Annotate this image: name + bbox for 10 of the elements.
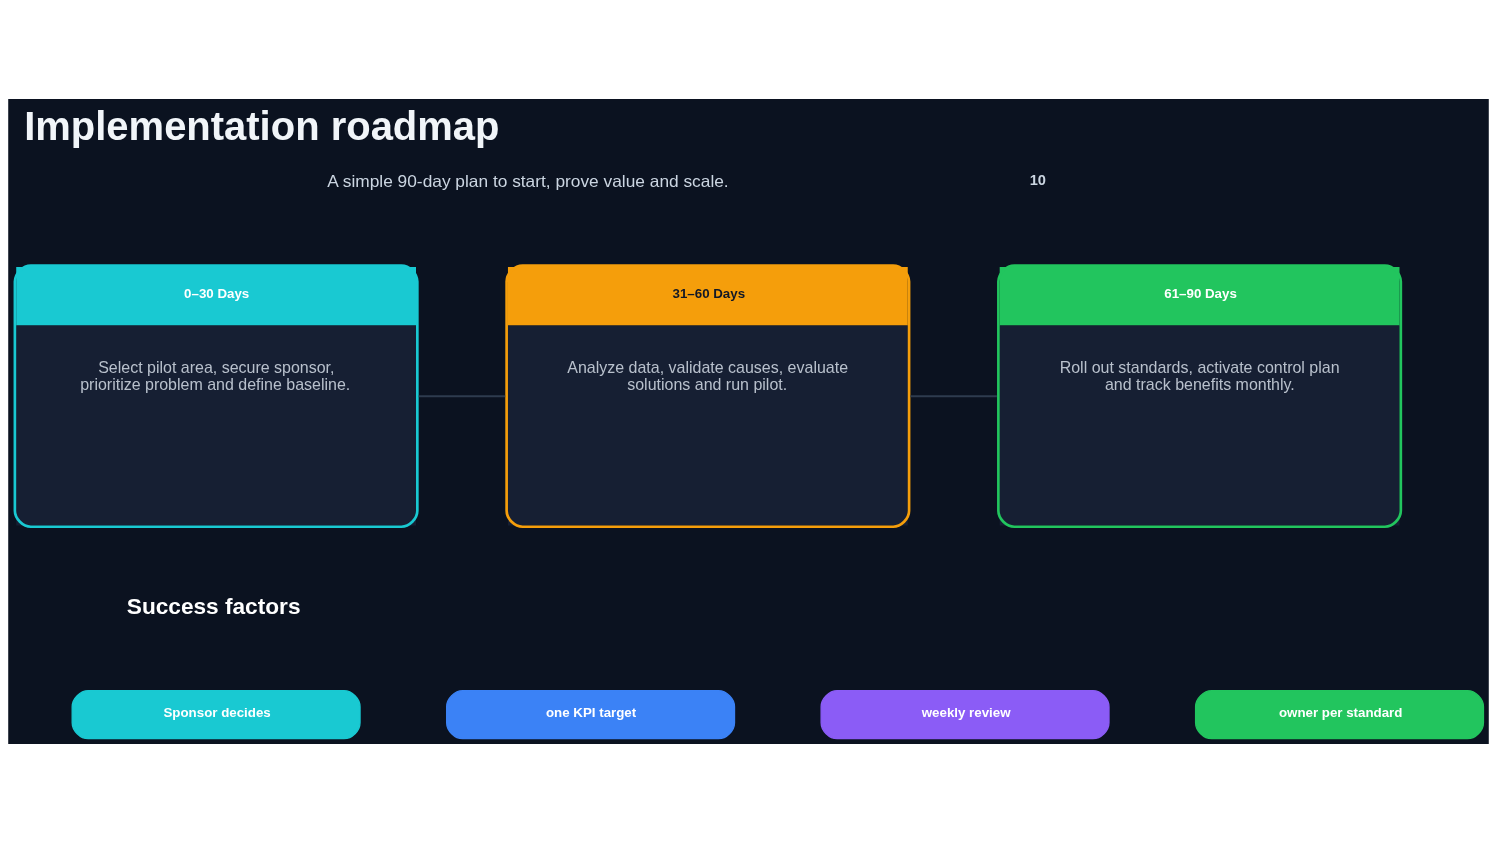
node-box: weekly review <box>820 690 1110 740</box>
node-box: Sponsor decides <box>71 690 361 740</box>
node-box: one KPI target <box>446 690 736 740</box>
label: A simple 90-day plan to start, prove value and scale. <box>327 171 729 192</box>
node-box: owner per standard <box>1194 690 1485 740</box>
label: 10 <box>1029 172 1046 189</box>
connector <box>417 395 507 398</box>
label: Success factors <box>126 592 301 619</box>
connector <box>909 395 998 398</box>
diagram-title: Implementation roadmap <box>24 104 500 149</box>
